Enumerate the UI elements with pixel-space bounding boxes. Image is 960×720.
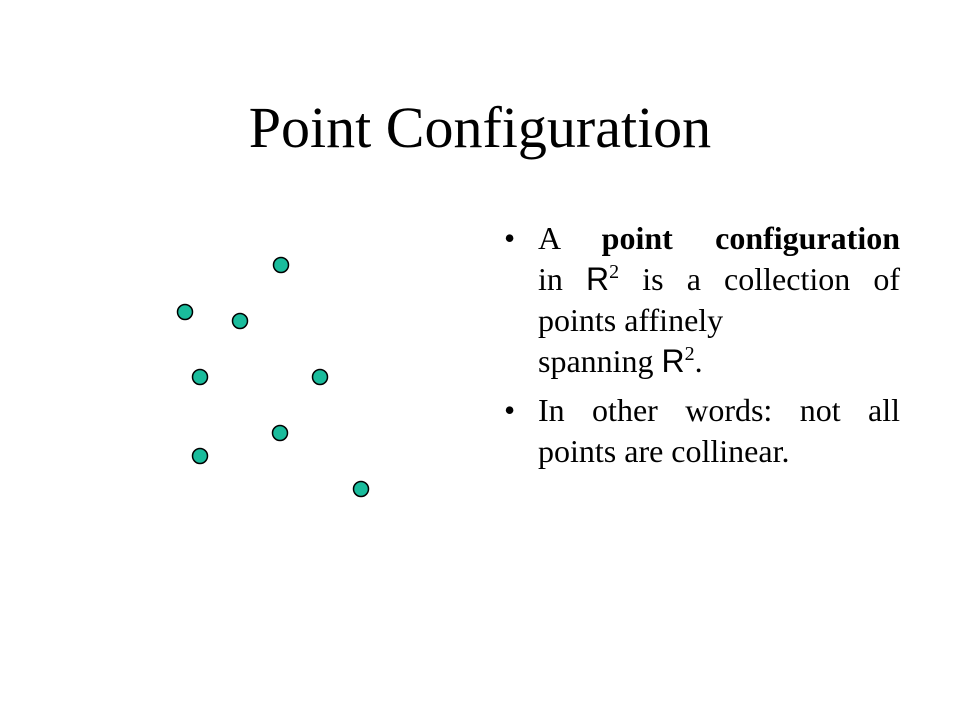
bullet-2-line-1: In other words: not all: [538, 392, 900, 428]
superscript: 2: [609, 261, 620, 283]
point-dot-7: [191, 447, 209, 465]
point-dot-1: [272, 256, 290, 274]
bullet-marker: •: [504, 220, 516, 256]
point-dot-6: [271, 424, 289, 442]
bullet-1-line-1: A point configuration: [538, 220, 900, 256]
point-dot-8: [352, 480, 370, 498]
point-dot-3: [231, 312, 249, 330]
bullet-marker: •: [504, 392, 516, 428]
point-dot-5: [311, 368, 329, 386]
point-dot-4: [191, 368, 209, 386]
bullet-list: • A point configuration in R2 is a colle…: [500, 218, 900, 480]
r-symbol: R: [661, 343, 685, 379]
bullet-2-line-2: points are collinear.: [538, 433, 790, 469]
bullet-other-words: • In other words: not all points are col…: [500, 390, 900, 472]
superscript: 2: [684, 343, 695, 365]
slide-title: Point Configuration: [248, 95, 712, 160]
bullet-1-line-2: in R2 is a collection of: [538, 261, 900, 297]
term-point-configuration: point configuration: [601, 220, 900, 256]
bullet-1-line-4: spanning R2.: [538, 343, 703, 379]
bullet-1-line-3: points affinely: [538, 302, 724, 338]
bullet-definition: • A point configuration in R2 is a colle…: [500, 218, 900, 382]
r-symbol: R: [586, 261, 610, 297]
point-dot-2: [176, 303, 194, 321]
point-configuration-figure: [176, 256, 370, 498]
